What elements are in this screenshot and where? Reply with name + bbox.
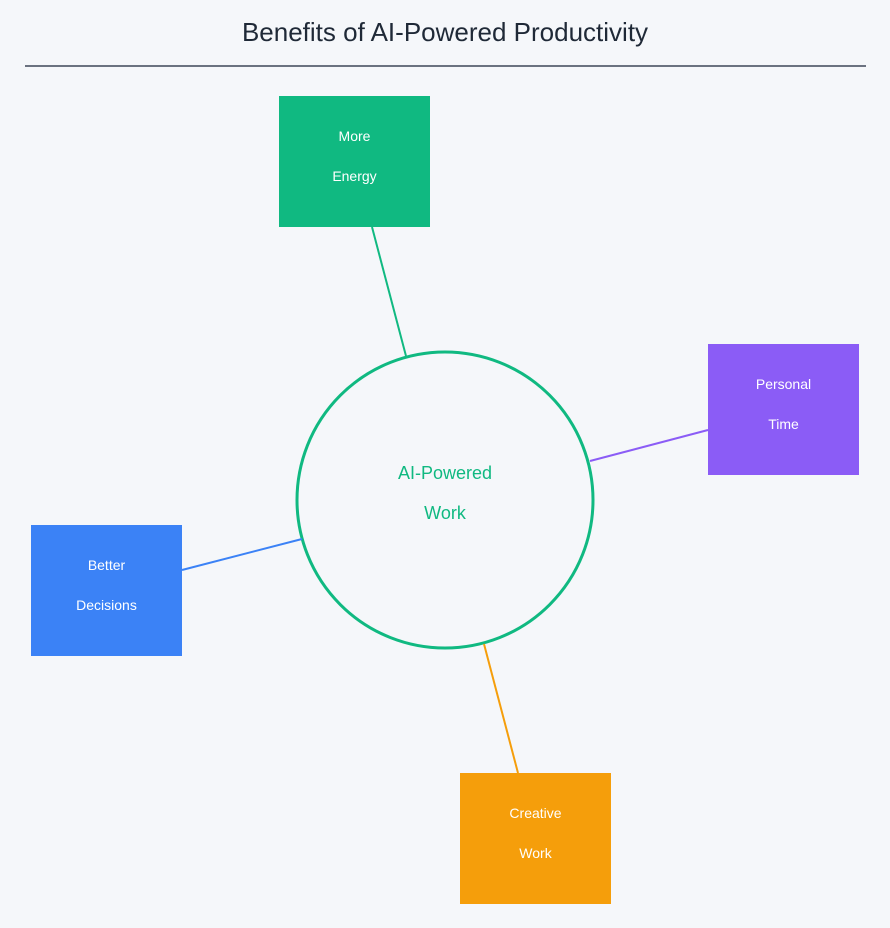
hub-circle <box>295 350 595 650</box>
node-label-line1: Better <box>87 557 126 573</box>
node-label-line2: Energy <box>332 168 377 184</box>
node-more-energy: More Energy <box>279 96 430 227</box>
node-label-line2: Time <box>768 416 799 432</box>
node-creative-work: Creative Work <box>460 773 611 904</box>
node-label-line1: More <box>338 128 371 144</box>
node-personal-time: Personal Time <box>708 344 859 475</box>
diagram-title: Benefits of AI-Powered Productivity <box>241 17 649 47</box>
hub-node: AI-Powered Work <box>297 352 593 648</box>
node-better-decisions: Better Decisions <box>31 525 182 656</box>
hub-label-line2: Work <box>424 503 466 523</box>
node-label-line1: Personal <box>755 376 812 392</box>
node-label-line2: Work <box>519 845 552 861</box>
title-divider <box>25 65 866 67</box>
node-label-line2: Decisions <box>76 597 137 613</box>
node-label-line1: Creative <box>509 805 562 821</box>
hub-label-line1: AI-Powered <box>397 463 493 483</box>
